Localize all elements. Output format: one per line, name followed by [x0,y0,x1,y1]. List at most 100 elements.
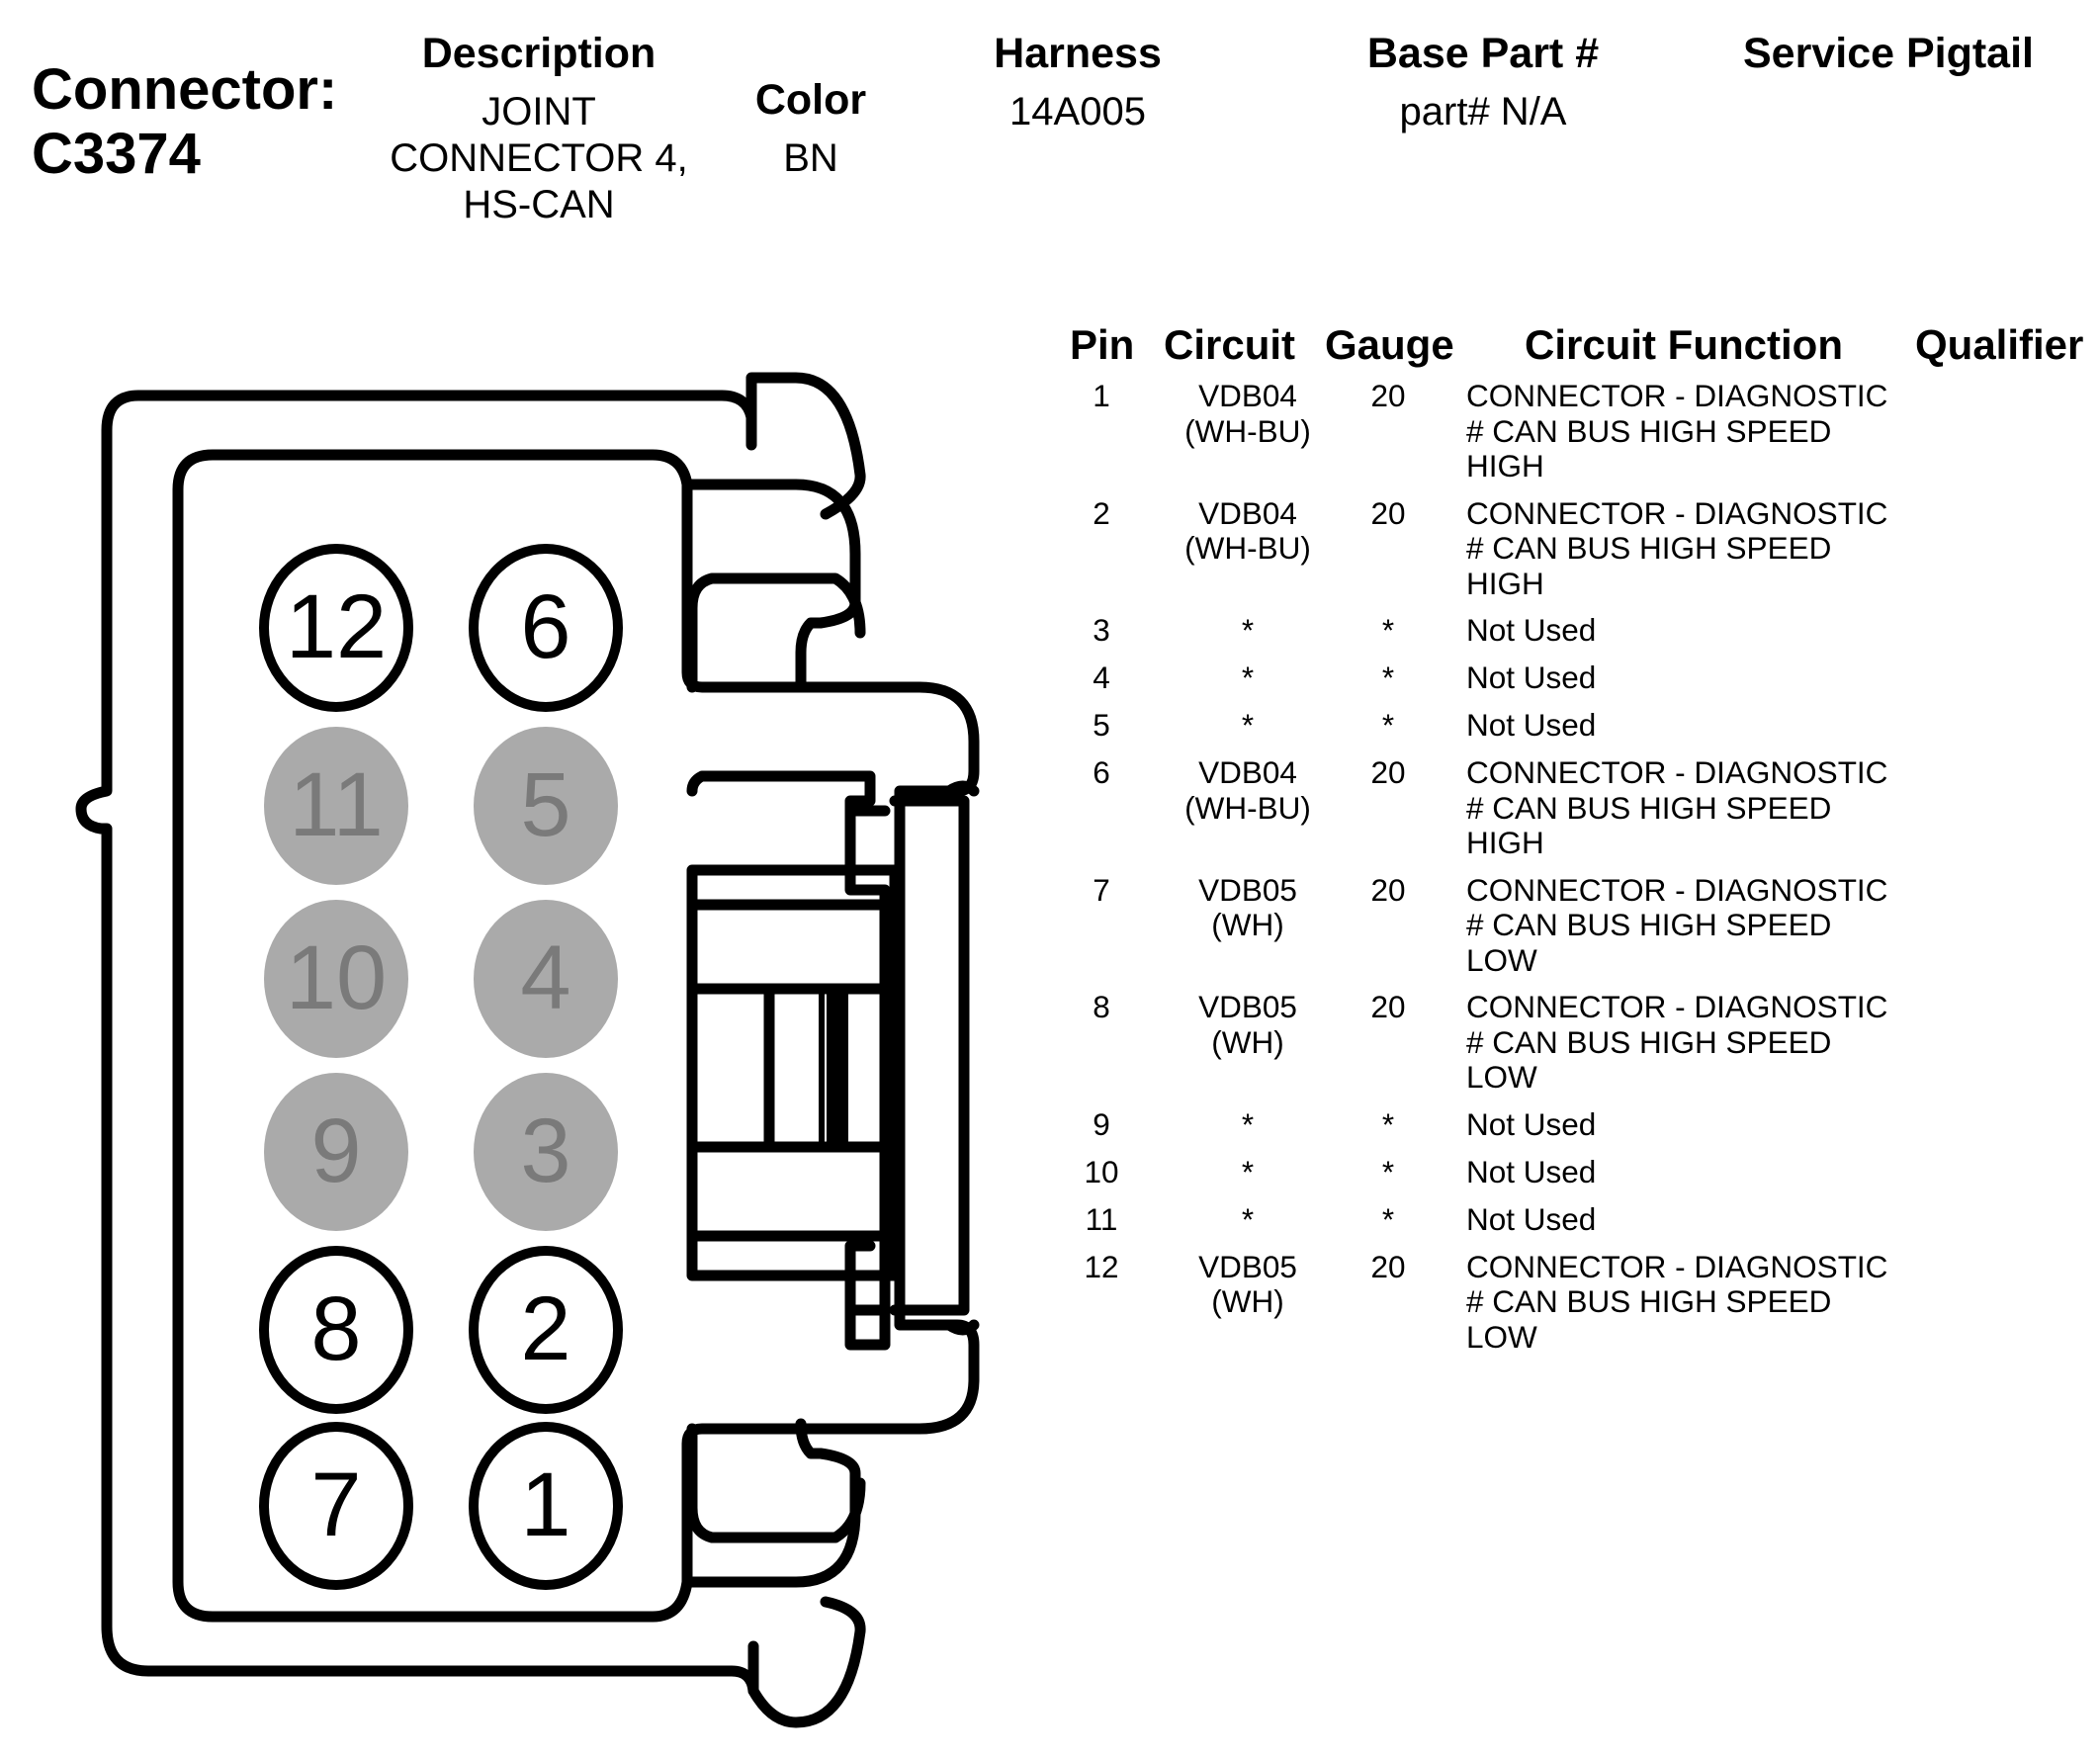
cell-circuit-function: Not Used [1466,1153,1597,1189]
pin-label: 5 [520,754,570,855]
pin-label: 12 [286,576,387,677]
connector-label: Connector: [32,57,338,122]
cell-circuit: * [1241,1105,1255,1142]
cell-circuit-function: CONNECTOR - DIAGNOSTIC # CAN BUS HIGH SP… [1466,378,1888,484]
latch-lower-hook [686,1423,866,1543]
pin-label: 11 [289,754,384,855]
pin-cavity-unused [474,727,618,885]
pin-2: 2 [469,1246,623,1414]
cell-circuit: VDB05 (WH) [1198,1248,1297,1319]
latch-notch-top [844,780,980,817]
column-header-pin: Pin [1070,321,1135,368]
cell-pin: 9 [1093,1105,1110,1142]
cell-circuit: * [1241,707,1255,743]
pin-7: 7 [259,1422,413,1590]
cell-circuit: VDB04 (WH-BU) [1184,494,1311,566]
cell-pin: 1 [1093,378,1110,413]
cell-pin: 11 [1085,1200,1118,1237]
latch-center-bar-edge [819,989,825,1147]
pin-label: 2 [520,1278,570,1379]
latch-window [686,770,891,1351]
cell-gauge: * [1381,707,1395,743]
cell-circuit-function: Not Used [1466,1200,1597,1237]
cell-circuit: VDB05 (WH) [1198,871,1297,942]
pin-label: 4 [520,927,570,1028]
pin-cavity [259,1246,413,1414]
latch-rail-edges [686,899,901,1242]
pin-11: 11 [264,727,408,885]
latch-upper-step [681,479,861,693]
cell-gauge: 20 [1370,378,1406,413]
cell-gauge: 20 [1370,871,1406,908]
latch-lower-step [681,1418,861,1588]
cell-gauge: * [1381,660,1395,695]
pin-label: 1 [520,1454,570,1555]
column-header-circuit-function: Circuit Function [1525,321,1843,368]
connector-id: C3374 [32,122,201,186]
pin-cavity [469,544,623,712]
column-header-circuit: Circuit [1164,321,1296,368]
cell-circuit-function: Not Used [1466,612,1597,648]
pin-5: 5 [474,727,618,885]
pin-12: 12 [259,544,413,712]
cell-circuit-function: Not Used [1466,707,1597,743]
cell-pin: 6 [1093,754,1110,790]
cell-gauge: * [1381,1153,1395,1189]
cell-pin: 10 [1084,1153,1119,1189]
cell-pin: 12 [1084,1248,1119,1284]
cell-gauge: 20 [1370,1248,1406,1284]
cell-circuit: * [1241,1200,1255,1237]
connector-title: Connector: C3374 [32,57,337,186]
pin-layer: 12 6 11 5 10 4 9 3 8 2 7 1 [259,544,623,1590]
pin-cavity-unused [474,1073,618,1231]
base-part-header: Base Part # [1366,30,1600,77]
outer-shell [75,372,866,1728]
cell-pin: 3 [1093,612,1110,648]
cell-circuit: * [1241,1153,1255,1189]
pin-8: 8 [259,1246,413,1414]
cell-circuit: * [1241,612,1255,648]
pin-cavity-unused [264,1073,408,1231]
cell-circuit-function: CONNECTOR - DIAGNOSTIC # CAN BUS HIGH SP… [1466,754,1888,860]
pin-9: 9 [264,1073,408,1231]
latch-upper-hook [686,572,866,693]
latch-center-bar [827,989,848,1147]
latch-rail-bottom [686,1230,901,1281]
cell-gauge: 20 [1370,494,1406,531]
cell-pin: 4 [1093,660,1110,695]
cell-gauge: * [1381,1105,1395,1142]
cell-gauge: 20 [1370,754,1406,790]
cell-gauge: 20 [1370,989,1406,1024]
cell-pin: 2 [1093,494,1110,531]
pin-label: 10 [286,927,387,1028]
pin-cavity-unused [474,900,618,1058]
pin-3: 3 [474,1073,618,1231]
column-header-qualifier: Qualifier [1915,321,2084,368]
cell-circuit-function: Not Used [1466,660,1597,695]
pin-cavity-unused [264,900,408,1058]
pin-1: 1 [469,1422,623,1590]
cell-circuit: VDB04 (WH-BU) [1184,378,1311,449]
color-value: BN [783,136,838,180]
pin-label: 9 [310,1100,361,1201]
latch-tab-right [889,795,970,1316]
pin-cavity [259,1422,413,1590]
color-header: Color [754,76,867,124]
pin-label: 7 [310,1454,361,1555]
base-part-value: part# N/A [1399,90,1567,133]
cell-circuit-function: CONNECTOR - DIAGNOSTIC # CAN BUS HIGH SP… [1466,1248,1888,1355]
description-value: JOINT CONNECTOR 4, HS-CAN [390,90,688,226]
cell-circuit: VDB04 (WH-BU) [1184,754,1311,826]
cell-circuit-function: CONNECTOR - DIAGNOSTIC # CAN BUS HIGH SP… [1466,871,1888,978]
service-pigtail-header: Service Pigtail [1743,30,2034,77]
latch-notch-bottom [844,1304,980,1336]
pin-label: 8 [310,1278,361,1379]
cell-circuit: VDB05 (WH) [1198,989,1297,1060]
pin-cavity [259,544,413,712]
cell-pin: 8 [1093,989,1110,1024]
pin-6: 6 [469,544,623,712]
cell-circuit: * [1241,660,1255,695]
pin-label: 6 [520,576,570,677]
pin-cavity-unused [264,727,408,885]
harness-header: Harness [994,30,1162,77]
